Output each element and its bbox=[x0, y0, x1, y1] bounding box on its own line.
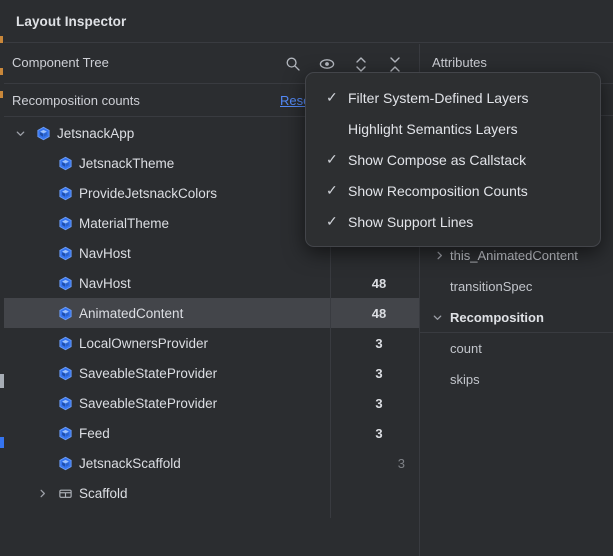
menu-item[interactable]: Highlight Semantics Layers bbox=[306, 113, 600, 144]
view-options-menu[interactable]: ✓Filter System-Defined LayersHighlight S… bbox=[305, 72, 601, 247]
attributes-label: Attributes bbox=[432, 55, 487, 70]
tree-row[interactable]: LocalOwnersProvider 3 bbox=[4, 328, 419, 358]
recomposition-count: 3 bbox=[335, 426, 419, 441]
tree-row-label: MaterialTheme bbox=[79, 216, 169, 231]
tree-row[interactable]: SaveableStateProvider 3 bbox=[4, 388, 419, 418]
chevron-right-icon[interactable] bbox=[432, 249, 446, 263]
tree-row[interactable]: SaveableStateProvider 3 bbox=[4, 358, 419, 388]
compose-node-icon bbox=[56, 394, 74, 412]
tree-row-label: SaveableStateProvider bbox=[79, 366, 217, 381]
compose-node-icon bbox=[34, 124, 52, 142]
tree-row-label: ProvideJetsnackColors bbox=[79, 186, 217, 201]
recomposition-count: 3 bbox=[335, 366, 419, 381]
recomposition-count: 3 bbox=[335, 396, 419, 411]
page-title: Layout Inspector bbox=[16, 14, 126, 29]
menu-item[interactable]: ✓Show Support Lines bbox=[306, 206, 600, 237]
chevron-down-icon[interactable] bbox=[12, 125, 28, 141]
tree-row-label: JetsnackApp bbox=[57, 126, 134, 141]
component-tree-label: Component Tree bbox=[12, 55, 109, 70]
compose-node-icon bbox=[56, 454, 74, 472]
menu-item[interactable]: ✓Show Compose as Callstack bbox=[306, 144, 600, 175]
attribute-row[interactable]: skips bbox=[420, 364, 613, 395]
chevron-down-icon[interactable] bbox=[430, 310, 444, 324]
tree-row[interactable]: Feed 3 bbox=[4, 418, 419, 448]
attribute-row[interactable]: count bbox=[420, 333, 613, 364]
tree-row[interactable]: NavHost 48 bbox=[4, 268, 419, 298]
tree-row[interactable]: Scaffold bbox=[4, 478, 419, 508]
window-titlebar: Layout Inspector bbox=[4, 0, 613, 43]
attribute-label: Recomposition bbox=[450, 310, 544, 325]
compose-node-icon bbox=[56, 244, 74, 262]
compose-node-icon bbox=[56, 424, 74, 442]
menu-item-label: Highlight Semantics Layers bbox=[348, 121, 518, 137]
menu-item-label: Filter System-Defined Layers bbox=[348, 90, 529, 106]
attribute-label: transitionSpec bbox=[450, 279, 532, 294]
compose-node-icon bbox=[56, 304, 74, 322]
menu-item[interactable]: ✓Filter System-Defined Layers bbox=[306, 82, 600, 113]
tree-row-label: AnimatedContent bbox=[79, 306, 183, 321]
tree-row-label: Feed bbox=[79, 426, 110, 441]
compose-node-icon bbox=[56, 154, 74, 172]
attribute-label: count bbox=[450, 341, 482, 356]
tree-row-label: LocalOwnersProvider bbox=[79, 336, 208, 351]
attribute-label: skips bbox=[450, 372, 480, 387]
attribute-row[interactable]: transitionSpec bbox=[420, 271, 613, 302]
compose-node-icon bbox=[56, 274, 74, 292]
tree-row[interactable]: JetsnackScaffold 3 bbox=[4, 448, 419, 478]
gutter-marker bbox=[0, 36, 3, 43]
recomposition-counts-label: Recomposition counts bbox=[12, 93, 140, 108]
tree-row-label: SaveableStateProvider bbox=[79, 396, 217, 411]
gutter-marker bbox=[0, 68, 3, 75]
menu-item[interactable]: ✓Show Recomposition Counts bbox=[306, 175, 600, 206]
recomposition-count: 48 bbox=[335, 306, 419, 321]
gutter-marker bbox=[0, 91, 3, 98]
menu-item-label: Show Compose as Callstack bbox=[348, 152, 526, 168]
checkmark-icon: ✓ bbox=[326, 182, 348, 199]
tree-row[interactable]: AnimatedContent 48 bbox=[4, 298, 419, 328]
tree-row-label: JetsnackScaffold bbox=[79, 456, 181, 471]
attribute-label: this_AnimatedContent bbox=[450, 248, 578, 263]
compose-node-icon bbox=[56, 364, 74, 382]
recomposition-count: 3 bbox=[335, 336, 419, 351]
checkmark-icon: ✓ bbox=[326, 89, 348, 106]
tree-row-label: NavHost bbox=[79, 246, 131, 261]
menu-item-label: Show Recomposition Counts bbox=[348, 183, 528, 199]
checkmark-icon: ✓ bbox=[326, 151, 348, 168]
compose-node-icon bbox=[56, 184, 74, 202]
compose-node-icon bbox=[56, 214, 74, 232]
tree-row-label: NavHost bbox=[79, 276, 131, 291]
view-node-icon bbox=[56, 484, 74, 502]
menu-item-label: Show Support Lines bbox=[348, 214, 473, 230]
tree-row-label: JetsnackTheme bbox=[79, 156, 174, 171]
tree-row-label: Scaffold bbox=[79, 486, 128, 501]
checkmark-icon: ✓ bbox=[326, 213, 348, 230]
compose-node-icon bbox=[56, 334, 74, 352]
chevron-right-icon[interactable] bbox=[34, 485, 50, 501]
recomposition-count: 3 bbox=[335, 456, 419, 471]
search-icon[interactable] bbox=[282, 53, 304, 75]
recomposition-count: 48 bbox=[335, 276, 419, 291]
attribute-group-row[interactable]: Recomposition bbox=[420, 302, 613, 333]
